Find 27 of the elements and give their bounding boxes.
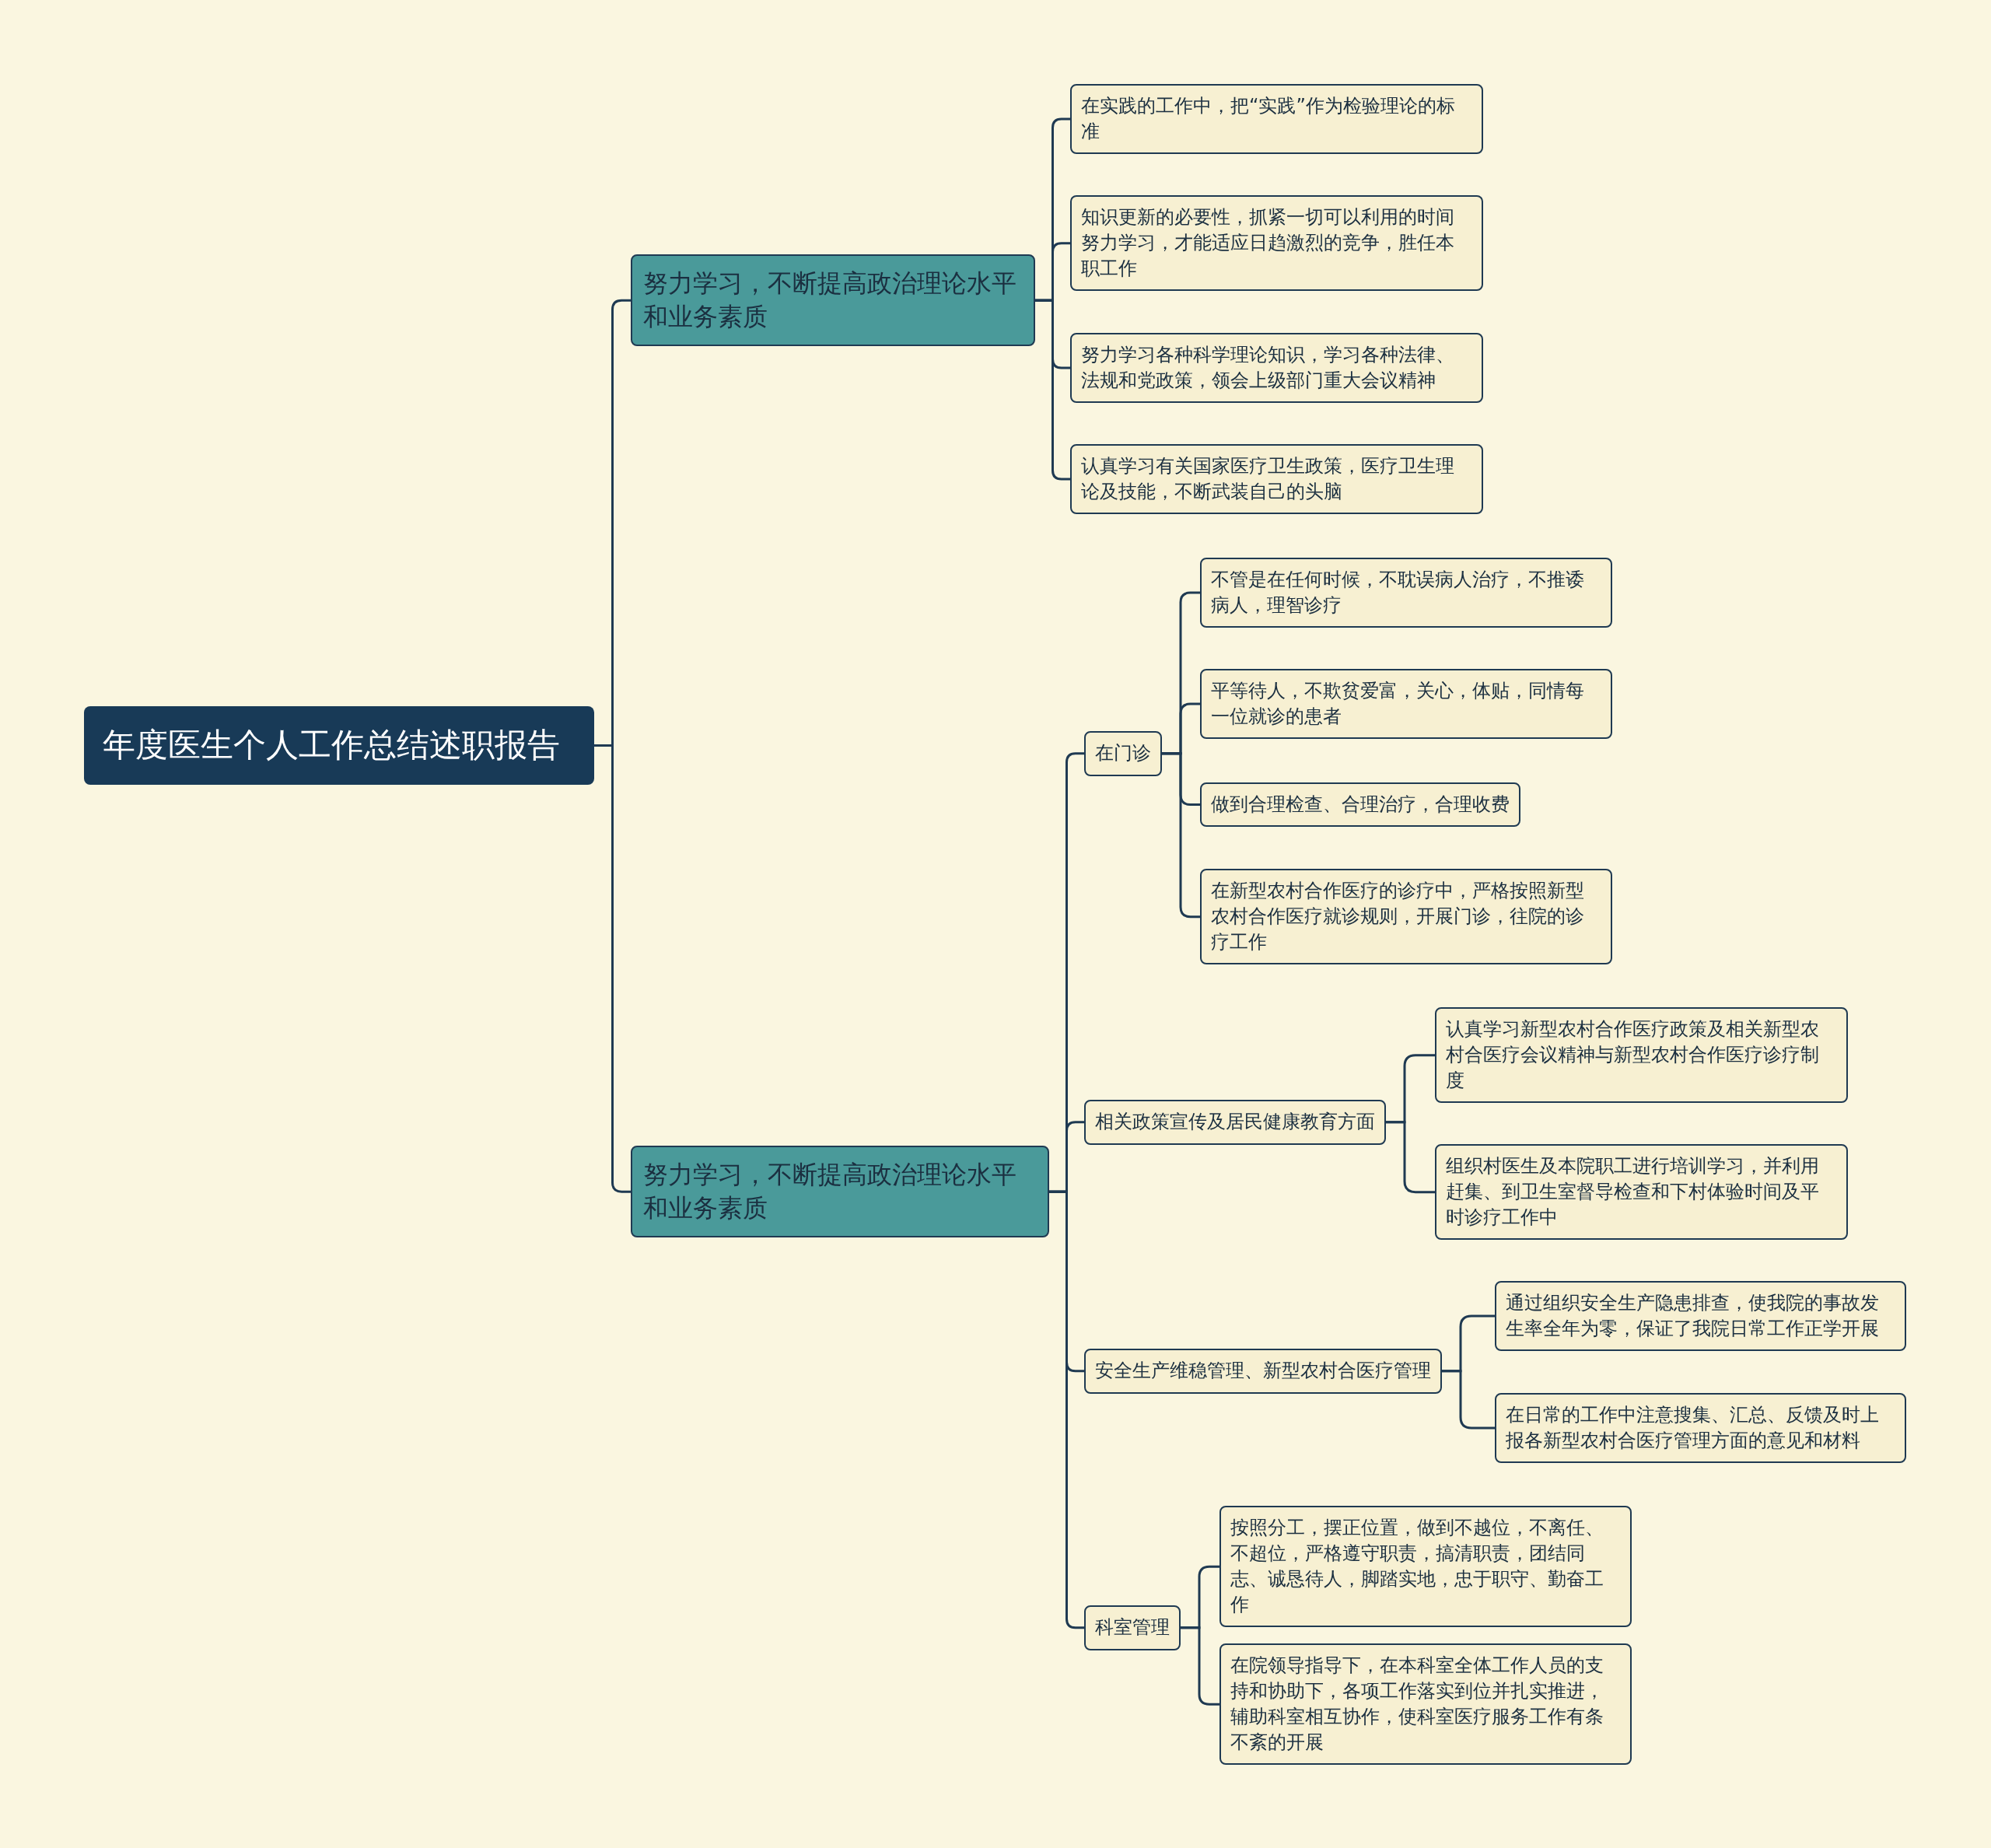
connector-line [1386, 1121, 1435, 1194]
subtopic-box: 科室管理 [1084, 1605, 1181, 1650]
connector-line [1442, 1370, 1495, 1430]
detail-box: 在新型农村合作医疗的诊疗中，严格按照新型农村合作医疗就诊规则，开展门诊，往院的诊疗工作 [1200, 869, 1612, 965]
subtopic-box: 安全生产维稳管理、新型农村合医疗管理 [1084, 1349, 1442, 1394]
branch-topic-box: 努力学习，不断提高政治理论水平和业务素质 [631, 254, 1035, 347]
detail-box: 做到合理检查、合理治疗，合理收费 [1200, 782, 1520, 828]
detail-box: 知识更新的必要性，抓紧一切可以利用的时间努力学习，才能适应日趋激烈的竞争，胜任本职工作 [1070, 195, 1483, 292]
subtopic-box: 在门诊 [1084, 731, 1162, 776]
root-topic-box: 年度医生个人工作总结述职报告 [84, 706, 594, 785]
detail-box: 不管是在任何时候，不耽误病人治疗，不推诿病人，理智诊疗 [1200, 558, 1612, 628]
detail-box: 按照分工，摆正位置，做到不越位，不离任、不超位，严格遵守职责，搞清职责，团结同志、诚恳待人，脚踏实地，忠于职守、勤奋工作 [1219, 1506, 1632, 1628]
detail-box: 认真学习新型农村合作医疗政策及相关新型农村合医疗会议精神与新型农村合作医疗诊疗制度 [1435, 1007, 1848, 1104]
detail-box: 通过组织安全生产隐患排查，使我院的事故发生率全年为零，保证了我院日常工作正学开展 [1495, 1281, 1906, 1352]
detail-box: 组织村医生及本院职工进行培训学习，并利用赶集、到卫生室督导检查和下村体验时间及平时诊疗工作中 [1435, 1144, 1848, 1241]
detail-box: 在院领导指导下，在本科室全体工作人员的支持和协助下，各项工作落实到位并扎实推进，辅助科室相互协作，使科室医疗服务工作有条不紊的开展 [1219, 1643, 1632, 1766]
subtopic-box: 相关政策宣传及居民健康教育方面 [1084, 1100, 1386, 1145]
detail-box: 在实践的工作中，把“实践”作为检验理论的标准 [1070, 84, 1483, 155]
detail-box: 在日常的工作中注意搜集、汇总、反馈及时上报各新型农村合医疗管理方面的意见和材料 [1495, 1393, 1906, 1464]
connector-line [1035, 299, 1070, 481]
detail-box: 努力学习各种科学理论知识，学习各种法律、法规和党政策，领会上级部门重大会议精神 [1070, 333, 1483, 404]
detail-box: 平等待人，不欺贫爱富，关心，体贴，同情每一位就诊的患者 [1200, 669, 1612, 740]
connector-line [1181, 1626, 1219, 1706]
connector-line [1049, 1190, 1084, 1629]
branch-topic-box: 努力学习，不断提高政治理论水平和业务素质 [631, 1146, 1049, 1238]
connector-line [1162, 752, 1200, 919]
detail-box: 认真学习有关国家医疗卫生政策，医疗卫生理论及技能，不断武装自己的头脑 [1070, 444, 1483, 515]
